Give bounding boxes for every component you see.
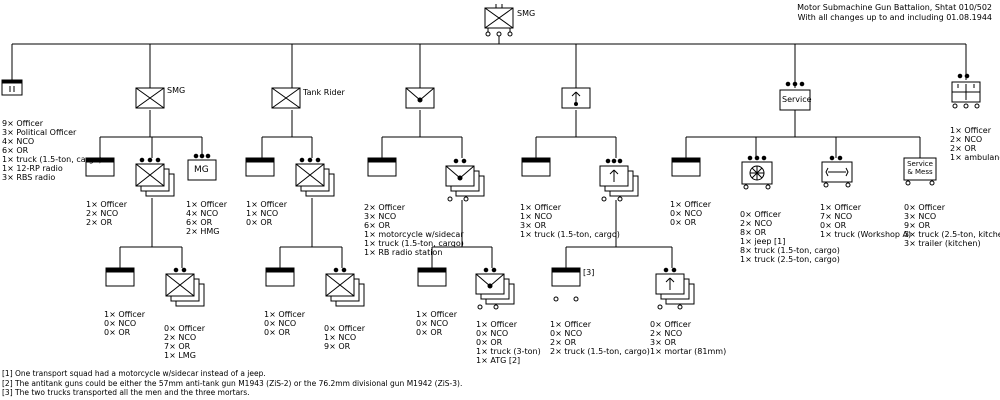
mg-label: MG bbox=[194, 165, 209, 175]
hq-symbol bbox=[1, 79, 23, 96]
service-label: Service bbox=[782, 95, 812, 104]
chart-title: Motor Submachine Gun Battalion, Shtat 01… bbox=[797, 3, 992, 12]
mortar-platoon-stack bbox=[599, 158, 639, 202]
mess-platoon-symbol bbox=[903, 157, 937, 186]
mortar-company-symbol bbox=[561, 80, 591, 109]
transport-platoon-symbol bbox=[741, 155, 773, 190]
service-company-symbol bbox=[779, 80, 811, 111]
workshop-platoon-symbol bbox=[821, 155, 853, 188]
mortar-hq-note: [3] bbox=[583, 268, 595, 277]
smg-company-symbol bbox=[135, 80, 165, 109]
chart-subtitle: With all changes up to and including 01.… bbox=[797, 13, 992, 22]
smg-squad-stack bbox=[165, 267, 205, 307]
footnotes: [1] One transport squad had a motorcycle… bbox=[2, 369, 462, 398]
connector-lines bbox=[11, 36, 967, 268]
mg-platoon-symbol bbox=[187, 153, 217, 181]
antitank-gun-section-stack bbox=[475, 267, 515, 310]
mortar-section-stack bbox=[655, 267, 695, 310]
platoon-hq-symbols bbox=[85, 157, 701, 287]
footnote-1: [1] One transport squad had a motorcycle… bbox=[2, 369, 266, 378]
top-label: SMG bbox=[517, 9, 536, 18]
tank-rider-platoon-stack bbox=[295, 157, 335, 197]
footnote-3: [3] The two trucks transported all the m… bbox=[2, 388, 250, 397]
battalion-symbol bbox=[484, 4, 514, 37]
footnote-2: [2] The antitank guns could be either th… bbox=[2, 378, 463, 388]
antitank-company-symbol bbox=[405, 80, 435, 109]
tank-rider-label: Tank Rider bbox=[303, 88, 345, 97]
mess-label: Service & Mess bbox=[907, 160, 933, 176]
smg-platoon-stack bbox=[135, 157, 175, 197]
tank-rider-company-symbol bbox=[271, 80, 301, 109]
medical-symbol bbox=[951, 73, 981, 109]
antitank-platoon-stack bbox=[445, 158, 485, 202]
chart-header: Motor Submachine Gun Battalion, Shtat 01… bbox=[797, 3, 992, 23]
tank-rider-squad-stack bbox=[325, 267, 365, 307]
hq-wheels bbox=[553, 296, 579, 302]
smg-company-label: SMG bbox=[167, 86, 186, 95]
